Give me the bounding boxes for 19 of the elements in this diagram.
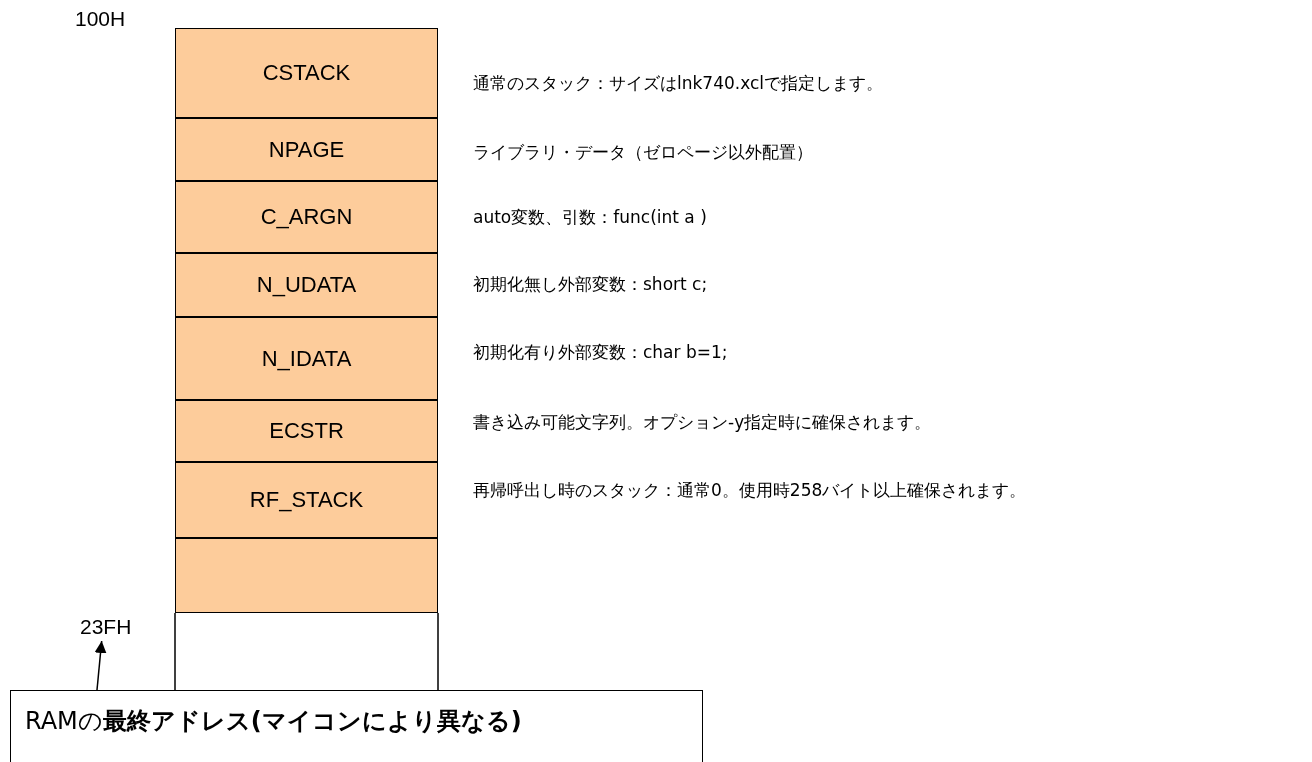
description-text: 初期化無し外部変数：short c; [473,273,708,295]
memory-segment: N_IDATA [175,317,438,400]
memory-segment: NPAGE [175,118,438,181]
description-text: ライブラリ・データ（ゼロページ以外配置） [473,141,813,163]
memory-segment: C_ARGN [175,181,438,253]
memory-segment [175,538,438,613]
arrow [94,640,107,691]
address-label: 100H [75,6,126,32]
callout-box: RAMの最終アドレス(マイコンにより異なる) [10,690,703,762]
description-text: 書き込み可能文字列。オプション-y指定時に確保されます。 [473,411,932,433]
memory-segment: ECSTR [175,400,438,462]
description-text: 通常のスタック：サイズはlnk740.xclで指定します。 [473,72,884,94]
description-text: 初期化有り外部変数：char b=1; [473,341,728,363]
description-text: auto変数、引数：func(int a ) [473,206,707,228]
memory-segment: CSTACK [175,28,438,118]
memory-segment: RF_STACK [175,462,438,538]
memory-segment: N_UDATA [175,253,438,317]
address-label: 23FH [80,614,132,640]
description-text: 再帰呼出し時のスタック：通常0。使用時258バイト以上確保されます。 [473,479,1027,501]
